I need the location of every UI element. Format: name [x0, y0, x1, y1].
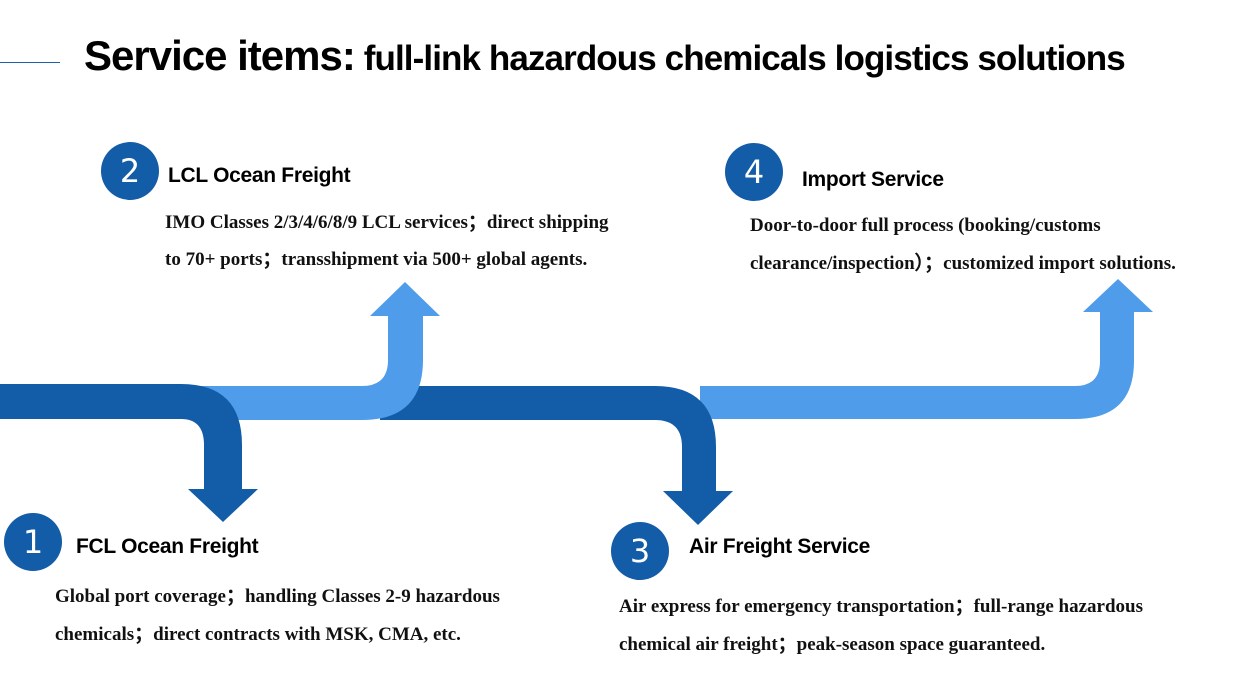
arrow-import-service [700, 279, 1153, 419]
arrow-3-shaft [380, 386, 733, 525]
arrow-4-shaft [700, 279, 1153, 419]
arrow-2-shaft [195, 282, 440, 420]
service-description-line-1: Air express for emergency transportation… [619, 596, 1144, 617]
arrow-air-freight [380, 386, 733, 525]
arrow-lcl-ocean-freight [195, 282, 440, 420]
service-title: LCL Ocean Freight [168, 164, 351, 187]
service-title: Air Freight Service [689, 535, 871, 558]
step-number-badge: 2 [101, 142, 159, 200]
page-title-main: Service items: [84, 32, 356, 79]
service-description-line-1: IMO Classes 2/3/4/6/8/9 LCL services；dir… [165, 212, 609, 233]
step-number-badge: 1 [4, 513, 62, 571]
page-title: Service items: full-link hazardous chemi… [84, 32, 1126, 80]
step-number-badge: 3 [611, 522, 669, 580]
service-title: Import Service [802, 168, 944, 191]
arrow-fcl-ocean-freight [0, 384, 258, 522]
title-accent-line [0, 62, 60, 63]
service-description-line-1: Door-to-door full process (booking/custo… [750, 215, 1101, 236]
step-number-badge: 4 [725, 143, 783, 201]
service-description-line-2: chemical air freight；peak-season space g… [619, 634, 1046, 655]
service-description-line-2: to 70+ ports；transshipment via 500+ glob… [165, 249, 588, 270]
service-description-line-2: clearance/inspection）；customized import … [750, 253, 1176, 274]
arrow-1-shaft [0, 384, 258, 522]
service-description-line-2: chemicals；direct contracts with MSK, CMA… [55, 624, 461, 645]
service-title: FCL Ocean Freight [76, 535, 259, 558]
service-description-line-1: Global port coverage；handling Classes 2-… [55, 586, 500, 607]
page-title-subtitle: full-link hazardous chemicals logistics … [363, 39, 1126, 78]
